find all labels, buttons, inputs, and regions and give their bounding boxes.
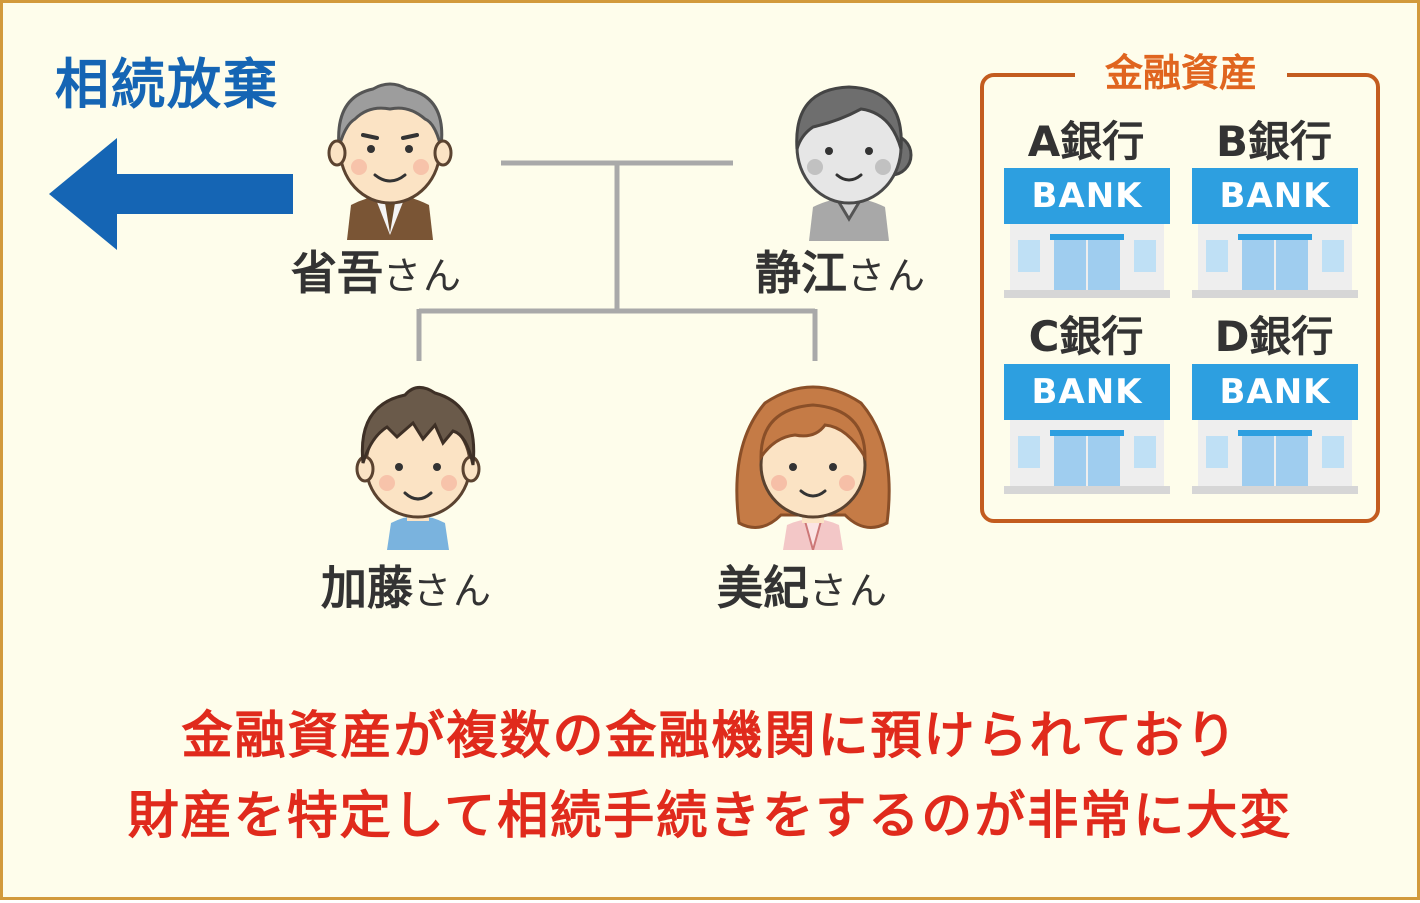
bank-sign: BANK bbox=[1192, 168, 1358, 224]
son-avatar bbox=[355, 386, 481, 550]
bank-label-b: B銀行 bbox=[1215, 117, 1332, 166]
renounce-title: 相続放棄 bbox=[55, 53, 279, 116]
name-shizue: 静江さん bbox=[755, 246, 928, 300]
name-shogo: 省吾さん bbox=[291, 246, 464, 300]
bank-sign: BANK bbox=[1192, 364, 1358, 420]
message-line-1: 金融資産が複数の金融機関に預けられており bbox=[181, 707, 1239, 766]
daughter-avatar bbox=[735, 385, 891, 550]
bank-building-icon: BANK bbox=[1192, 364, 1358, 494]
grandfather-avatar bbox=[327, 82, 453, 240]
bank-sign: BANK bbox=[1004, 364, 1170, 420]
bank-label-c: C銀行 bbox=[1028, 312, 1144, 361]
bank-building-icon: BANK bbox=[1192, 168, 1358, 298]
name-miki: 美紀さん bbox=[717, 561, 890, 615]
bank-facade bbox=[1004, 224, 1170, 298]
name-kato: 加藤さん bbox=[321, 561, 494, 615]
message-line-2: 財産を特定して相続手続きをするのが非常に大変 bbox=[127, 787, 1293, 846]
bank-sign: BANK bbox=[1004, 168, 1170, 224]
grandmother-avatar bbox=[795, 85, 913, 241]
bank-building-icon: BANK bbox=[1004, 364, 1170, 494]
bank-facade bbox=[1004, 420, 1170, 494]
bank-label-d: D銀行 bbox=[1214, 312, 1334, 361]
financial-assets-title: 金融資産 bbox=[1075, 47, 1287, 99]
bank-label-a: A銀行 bbox=[1027, 117, 1145, 166]
bank-facade bbox=[1192, 224, 1358, 298]
family-tree-lines bbox=[416, 160, 818, 361]
bank-building-icon: BANK bbox=[1004, 168, 1170, 298]
bank-facade bbox=[1192, 420, 1358, 494]
left-arrow-icon bbox=[49, 138, 293, 250]
